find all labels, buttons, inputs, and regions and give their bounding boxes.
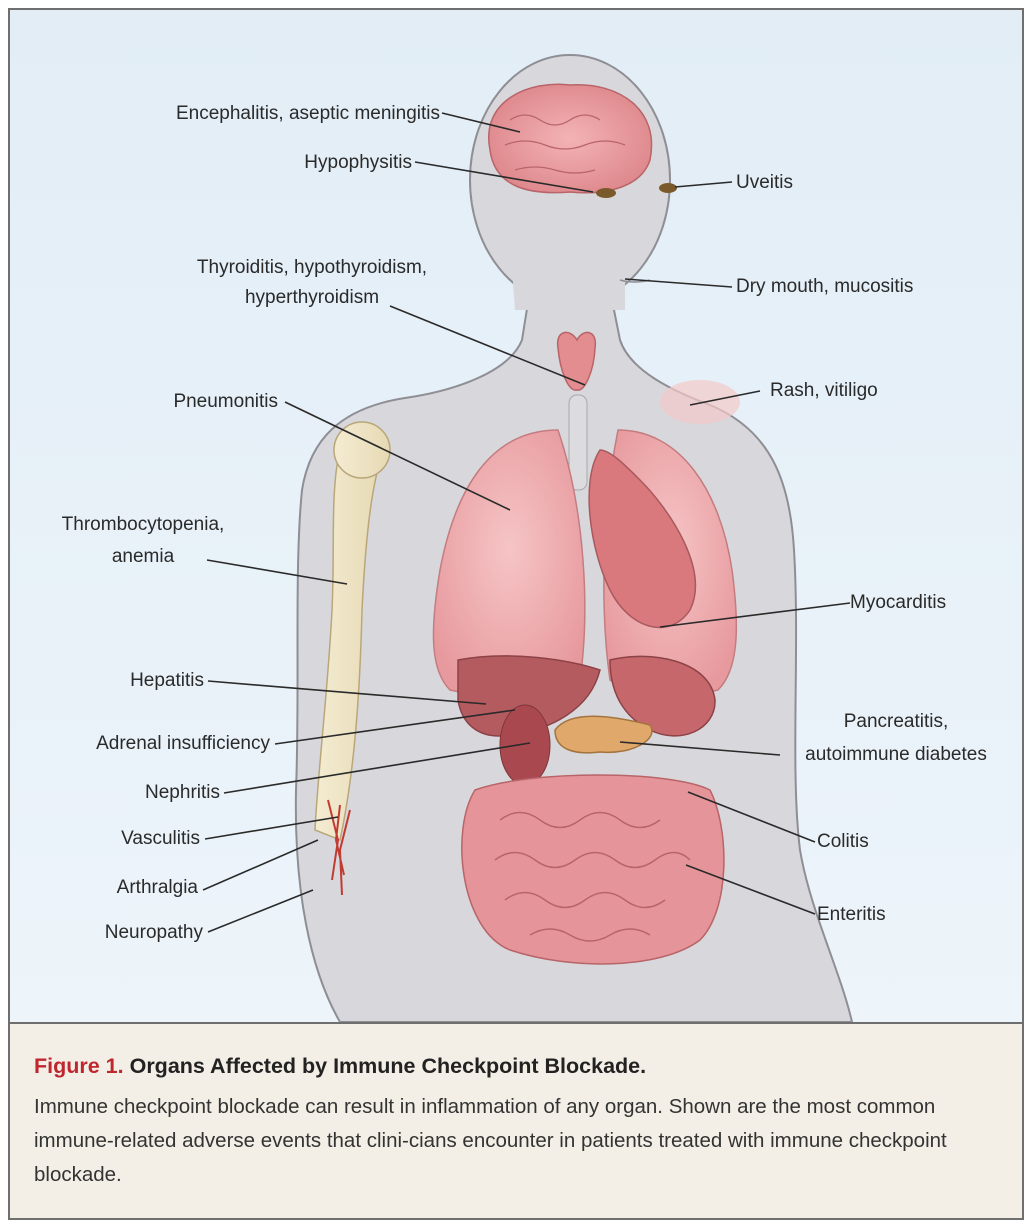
label-arthralgia: Arthralgia [117,876,198,899]
label-thrombocytopenia-line1: Thrombocytopenia, [38,513,248,536]
eye-right [659,183,677,193]
label-adrenal-insufficiency: Adrenal insufficiency [96,732,270,755]
anatomy-illustration: Encephalitis, aseptic meningitis Hypophy… [10,10,1022,1022]
caption-title: Organs Affected by Immune Checkpoint Blo… [130,1054,647,1078]
label-dry-mouth: Dry mouth, mucositis [736,275,913,298]
brain [489,84,652,193]
label-pancreatitis-line2: autoimmune diabetes [776,743,1016,766]
label-neuropathy: Neuropathy [105,921,203,944]
eye-left [596,188,616,198]
figure-frame: Encephalitis, aseptic meningitis Hypophy… [8,8,1024,1220]
label-hepatitis: Hepatitis [130,669,204,692]
intestines [462,775,724,964]
label-vasculitis: Vasculitis [121,827,200,850]
label-pneumonitis: Pneumonitis [173,390,278,413]
figure-caption: Figure 1. Organs Affected by Immune Chec… [10,1024,1022,1220]
label-thyroiditis-line1: Thyroiditis, hypothyroidism, [140,256,484,279]
pancreas [555,716,652,753]
label-myocarditis: Myocarditis [850,591,946,614]
label-uveitis: Uveitis [736,171,793,194]
label-enteritis: Enteritis [817,903,886,926]
caption-title-line: Figure 1. Organs Affected by Immune Chec… [34,1054,646,1079]
caption-body: Immune checkpoint blockade can result in… [34,1090,994,1192]
rash-patch [660,380,740,424]
label-encephalitis: Encephalitis, aseptic meningitis [176,102,440,125]
label-nephritis: Nephritis [145,781,220,804]
label-thyroiditis-line2: hyperthyroidism [140,286,484,309]
label-rash: Rash, vitiligo [770,379,878,402]
label-colitis: Colitis [817,830,869,853]
label-hypophysitis: Hypophysitis [304,151,412,174]
kidney [500,705,550,785]
label-pancreatitis-line1: Pancreatitis, [776,710,1016,733]
figure-number: Figure 1. [34,1054,124,1078]
label-thrombocytopenia-line2: anemia [38,545,248,568]
trachea [569,395,587,490]
